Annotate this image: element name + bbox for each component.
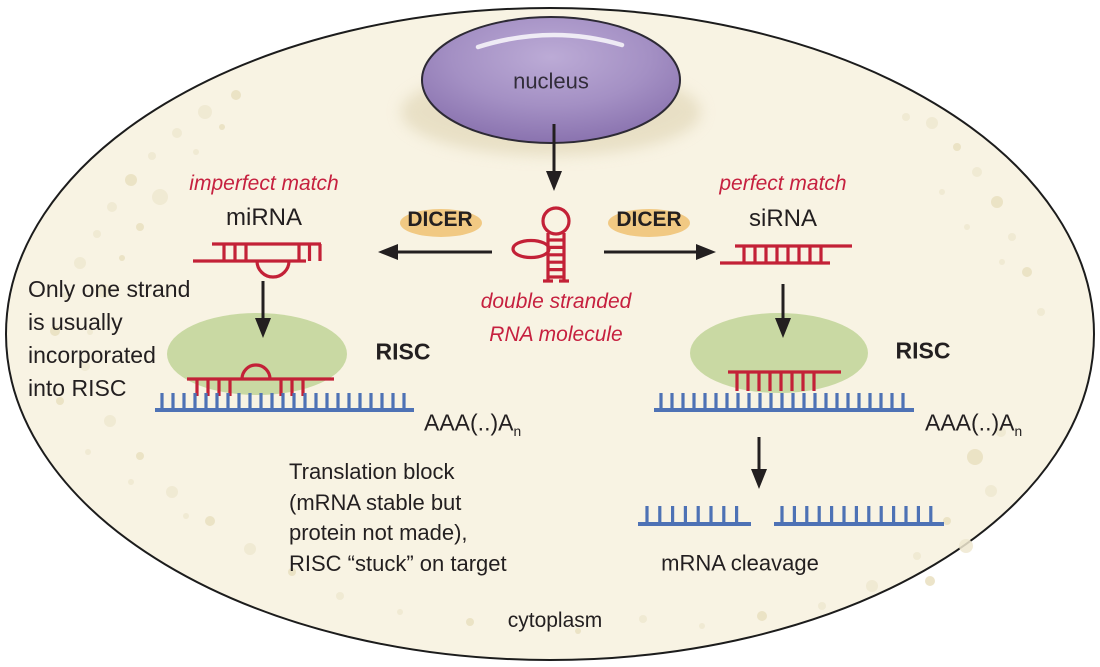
dicer-right-highlight xyxy=(608,209,690,237)
dicer-right-label: DICER xyxy=(616,207,682,231)
dicer-left-label: DICER xyxy=(407,207,473,231)
arrow-dicer-right-icon xyxy=(604,244,716,260)
translation-block-note: Translation block (mRNA stable but prote… xyxy=(289,459,507,576)
polya-tail-right-label: AAA(..)An xyxy=(925,409,1023,439)
arrow-mirna-to-risc-icon xyxy=(255,281,271,338)
mirna-label: miRNA xyxy=(226,204,302,231)
sirna-duplex-icon xyxy=(720,244,852,265)
risc-left-label: RISC xyxy=(375,338,431,365)
only-one-strand-note: Only one strand is usually incorporated … xyxy=(28,276,191,401)
dsrna-label: double stranded RNA molecule xyxy=(480,290,632,346)
cytoplasm-label: cytoplasm xyxy=(507,608,603,632)
risc-left-body xyxy=(167,313,347,395)
dsrna-hairpin-icon xyxy=(511,206,571,283)
nucleus-highlight xyxy=(475,32,625,50)
mrna-fragment-left-icon xyxy=(638,506,751,526)
arrow-nucleus-to-dsrna-icon xyxy=(546,124,562,191)
mrna-right-icon xyxy=(654,393,914,412)
imperfect-match-label: imperfect match xyxy=(189,171,339,195)
cytoplasm-texture-dots xyxy=(50,90,1045,634)
arrow-dicer-left-icon xyxy=(378,244,492,260)
mirna-risc-strand-icon xyxy=(187,363,334,396)
sirna-risc-strand-icon xyxy=(728,370,841,391)
arrow-sirna-to-risc-icon xyxy=(775,284,791,338)
polya-tail-left-label: AAA(..)An xyxy=(424,409,522,439)
arrow-risc-to-cleavage-icon xyxy=(751,437,767,489)
perfect-match-label: perfect match xyxy=(719,171,847,195)
mrna-cleavage-label: mRNA cleavage xyxy=(661,550,819,576)
dicer-left-highlight xyxy=(400,209,482,237)
mrna-left-icon xyxy=(155,393,414,412)
cell-membrane xyxy=(5,7,1095,661)
nucleus-label: nucleus xyxy=(513,68,589,94)
sirna-label: siRNA xyxy=(748,205,818,232)
mirna-duplex-icon xyxy=(193,242,322,279)
nucleus-body xyxy=(421,16,681,144)
risc-right-label: RISC xyxy=(895,337,951,364)
mrna-fragment-right-icon xyxy=(774,506,944,526)
